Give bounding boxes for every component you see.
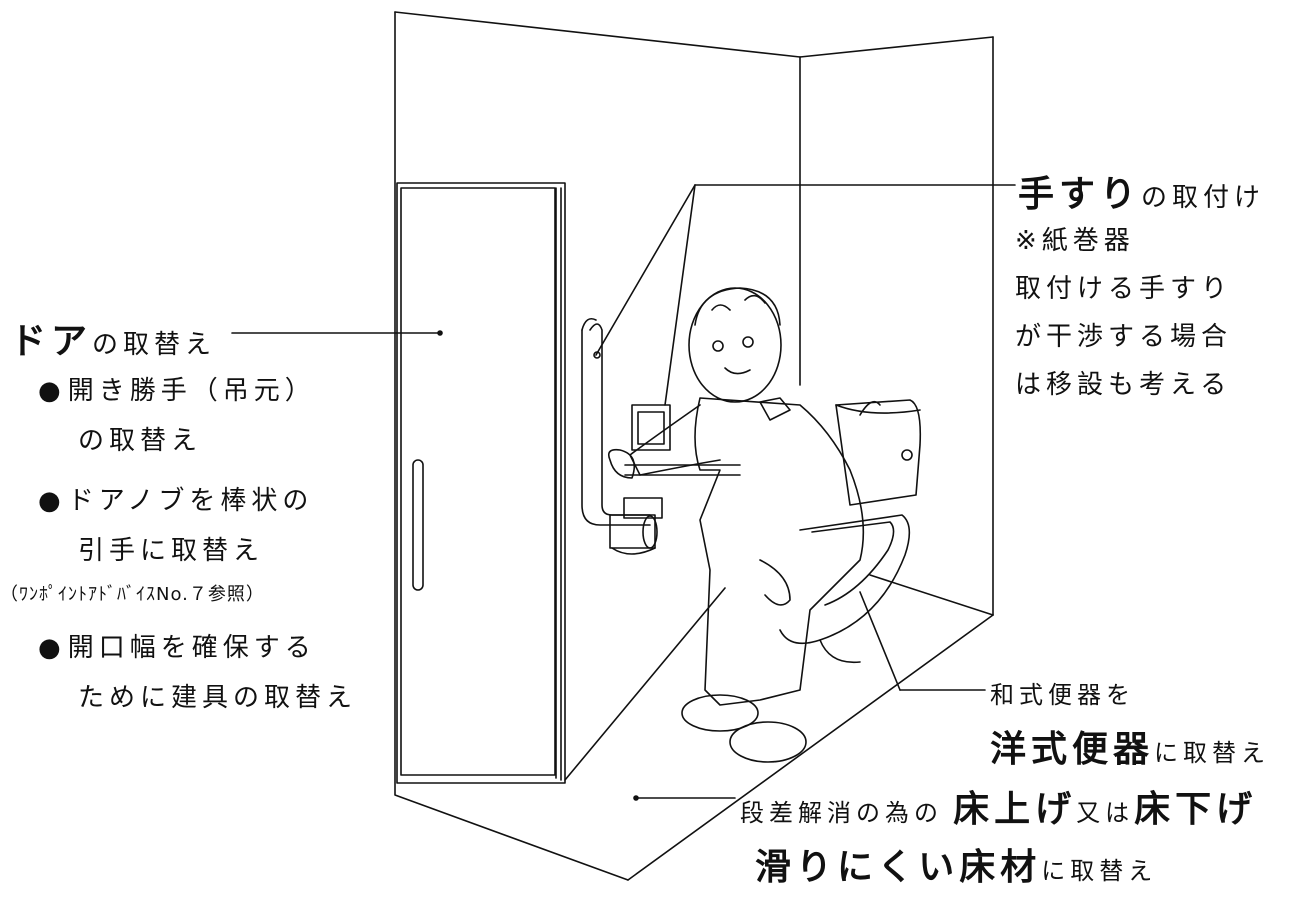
handrail-title-bold: 手すり	[1018, 174, 1142, 215]
wall-panel	[631, 404, 671, 451]
elderly-man	[607, 287, 865, 763]
floor-material: 滑りにくい床材	[755, 847, 1042, 888]
leader-lines	[231, 184, 1016, 801]
toilet-label-line2: 洋式便器に取替え	[990, 720, 1270, 772]
door-title-bold: ドア	[10, 321, 93, 362]
paper-holder	[609, 497, 663, 555]
handrail-label: 手すりの取付け	[1018, 165, 1265, 217]
door-reference: （ﾜﾝﾎﾟｲﾝﾄｱﾄﾞﾊﾞｲｽNo.７参照）	[0, 584, 265, 605]
floor-raise: 床上げ	[953, 789, 1077, 830]
door	[396, 182, 566, 784]
toilet-label-line1: 和式便器を	[990, 681, 1135, 709]
bullet-icon: ●	[38, 486, 66, 516]
bullet-icon: ●	[38, 633, 66, 663]
door-bullet-1-cont: の取替え	[78, 426, 203, 456]
handrail-note-4: は移設も考える	[1015, 370, 1232, 400]
handrail-note-3: が干渉する場合	[1015, 322, 1233, 352]
handrail	[581, 317, 741, 526]
room-walls	[394, 11, 994, 881]
toilet	[779, 399, 922, 664]
door-bullet-2: ●ドアノブを棒状の	[38, 486, 314, 516]
bullet-icon: ●	[38, 376, 66, 406]
handrail-note-1: ※紙巻器	[1015, 226, 1135, 256]
floor-label-line1: 段差解消の為の 床上げ又は床下げ	[740, 789, 1258, 830]
door-handle	[412, 459, 424, 591]
handrail-note-2: 取付ける手すり	[1015, 274, 1233, 304]
handrail-title-rest: の取付け	[1141, 183, 1266, 213]
toilet-bold: 洋式便器	[990, 729, 1155, 770]
floor-label-line2: 滑りにくい床材に取替え	[755, 847, 1158, 888]
door-label: ドアの取替え	[10, 312, 216, 364]
door-bullet-2-cont: 引手に取替え	[78, 536, 265, 566]
door-bullet-3: ●開口幅を確保する	[38, 633, 316, 663]
door-bullet-3-cont: ために建具の取替え	[78, 683, 358, 713]
toilet-rest: に取替え	[1154, 739, 1271, 767]
door-bullet-1: ●開き勝手（吊元）	[38, 376, 316, 406]
door-title-rest: の取替え	[92, 330, 217, 360]
floor-lower: 床下げ	[1134, 789, 1258, 830]
